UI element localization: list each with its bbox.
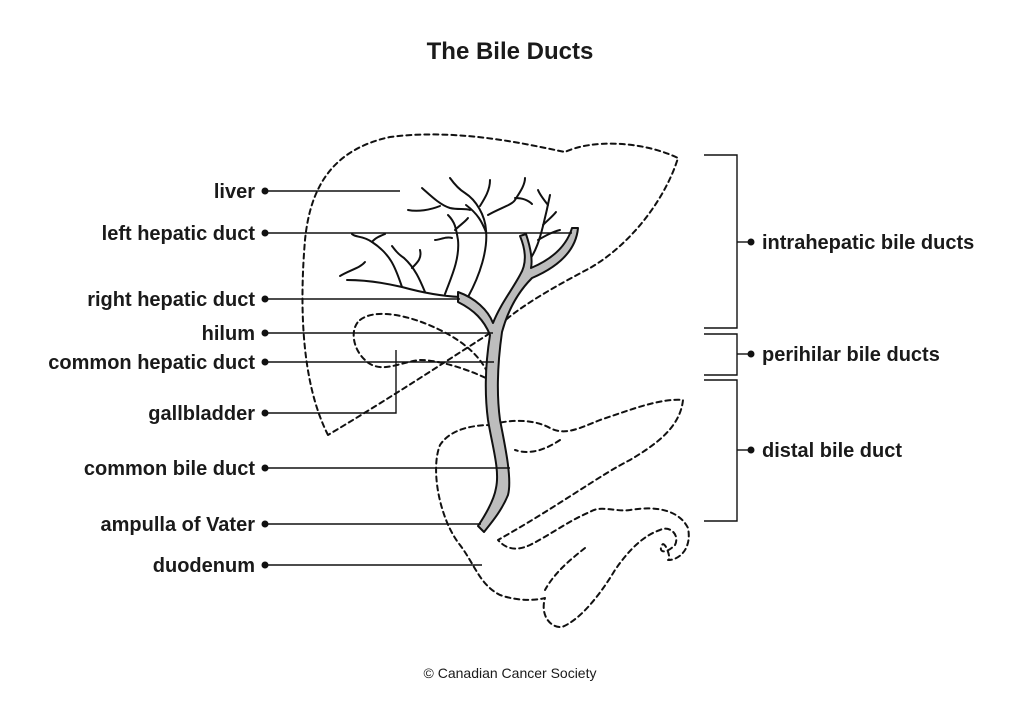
intrahepatic-branches [339, 177, 561, 298]
diagram-title: The Bile Ducts [427, 38, 594, 65]
bile-duct-system [457, 227, 579, 533]
copyright-credit: © Canadian Cancer Society [424, 665, 597, 681]
label-common-bile-duct: common bile duct [84, 458, 255, 480]
duodenum-outline [435, 398, 690, 629]
leader-lines [261, 187, 572, 569]
duodenum-inner-fold [514, 439, 561, 453]
perihilar-pointer-dot [747, 350, 755, 358]
label-common-hepatic-duct: common hepatic duct [48, 352, 255, 374]
distal-bracket [704, 379, 738, 522]
label-ampulla-of-vater: ampulla of Vater [101, 514, 256, 536]
label-duodenum: duodenum [153, 555, 255, 577]
label-perihilar-bile-ducts: perihilar bile ducts [762, 344, 940, 366]
intrahepatic-bracket [704, 154, 738, 329]
label-hilum: hilum [202, 323, 255, 345]
label-left-hepatic-duct: left hepatic duct [102, 223, 256, 245]
label-intrahepatic-bile-ducts: intrahepatic bile ducts [762, 232, 974, 254]
label-liver: liver [214, 181, 255, 203]
perihilar-bracket [704, 333, 738, 376]
label-distal-bile-duct: distal bile duct [762, 440, 902, 462]
intrahepatic-pointer-dot [747, 238, 755, 246]
gallbladder-leader [265, 350, 397, 414]
region-brackets [704, 154, 755, 522]
label-gallbladder: gallbladder [148, 403, 255, 425]
gallbladder-outline [352, 313, 491, 381]
label-right-hepatic-duct: right hepatic duct [87, 289, 255, 311]
distal-pointer-dot [747, 446, 755, 454]
duodenum-inner-loop [544, 547, 586, 591]
